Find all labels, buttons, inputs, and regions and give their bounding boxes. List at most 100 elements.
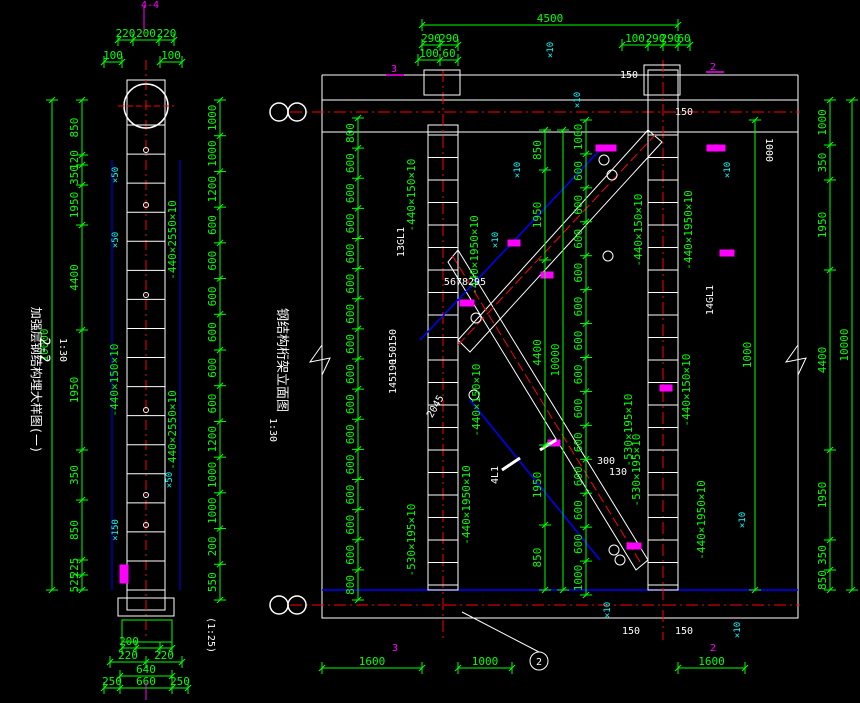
right-top-total-label: 4500 xyxy=(537,12,564,25)
left-bolt xyxy=(143,492,149,498)
elevation-scale: 1:30 xyxy=(267,418,278,442)
small-dim: 145 xyxy=(388,376,399,394)
right-top-left-dim-label: 290 xyxy=(439,32,459,45)
note-text: ×10 xyxy=(738,512,748,528)
plate-label: -530×195×10 xyxy=(630,434,643,507)
note-text: ×10 xyxy=(546,42,556,58)
right-top-left-dim2-label: 60 xyxy=(442,47,455,60)
left-callout: 4-4 xyxy=(141,0,159,11)
right-total-dim-label: 10000 xyxy=(838,328,851,361)
left-base-plate xyxy=(117,597,175,617)
small-dim: 190 xyxy=(388,359,399,377)
left-right-dim-label: 600 xyxy=(206,358,219,378)
right-left-outer-dim-label: 600 xyxy=(344,274,357,294)
section-mark: 2 xyxy=(710,643,716,654)
left-right-dim-label: 550 xyxy=(206,572,219,592)
node-bolt xyxy=(598,154,610,166)
section-mark: 3 xyxy=(392,643,398,654)
right-bottom-dim2-label: 1000 xyxy=(472,655,499,668)
right-mid-dim-label: 600 xyxy=(572,263,585,283)
note-text: ×10 xyxy=(491,232,501,248)
right-mid-dim-label: 600 xyxy=(572,229,585,249)
left-plate-label: -440×2550×10 xyxy=(166,390,179,469)
left-outer-dim-label: 850 xyxy=(68,118,81,138)
note-text: ×10 xyxy=(603,602,613,618)
small-dim: 150 xyxy=(675,626,693,637)
left-base-dim-box xyxy=(121,619,173,643)
axis-bubble xyxy=(269,595,289,615)
section-mark: 2 xyxy=(710,62,716,73)
right-outer-dim-label: 4400 xyxy=(816,347,829,374)
plate-label: -440×150×10 xyxy=(632,194,645,267)
left-right-dim-label: 600 xyxy=(206,251,219,271)
right-left-inner-dim-label: 850 xyxy=(531,140,544,160)
left-right-dim-label: 1000 xyxy=(206,497,219,524)
break-right xyxy=(784,344,807,376)
right-left-outer-dim-label: 800 xyxy=(344,575,357,595)
plate-label: -440×1950×10 xyxy=(682,190,695,269)
small-dim: 5678295 xyxy=(444,277,486,288)
plate-label: -440×1950×10 xyxy=(468,215,481,294)
right-left-outer-dim-label: 600 xyxy=(344,334,357,354)
right-left-outer-dim-label: 600 xyxy=(344,515,357,535)
right-outer-dim-label: 350 xyxy=(816,545,829,565)
left-outer-dim-label: 120 xyxy=(68,150,81,170)
left-right-dim-label: 1000 xyxy=(206,140,219,167)
bottom-beam xyxy=(321,589,799,619)
left-note: ×50 xyxy=(111,232,121,248)
left-right-dim-label: 1000 xyxy=(206,105,219,132)
left-bottom-dim2-label: 220 xyxy=(154,649,174,662)
small-dim: 150 xyxy=(675,107,693,118)
plate-label: -440×1950×10 xyxy=(460,465,473,544)
magenta-mark xyxy=(540,271,554,279)
left-note: ×50 xyxy=(111,167,121,183)
right-top-left-dim-label: 290 xyxy=(421,32,441,45)
note-text: ×10 xyxy=(733,622,743,638)
left-note: ×150 xyxy=(111,519,121,541)
right-left-outer-dim-label: 600 xyxy=(344,364,357,384)
left-outer-dim-label: 850 xyxy=(68,520,81,540)
right-mid-dim-label: 600 xyxy=(572,534,585,554)
diag-axis-2 xyxy=(451,254,643,566)
left-bottom-dim4-label: 250 xyxy=(102,675,122,688)
left-scale-note: (1:25) xyxy=(205,617,216,653)
node-bolt xyxy=(602,250,614,262)
left-plate-label: -440×2550×10 xyxy=(166,200,179,279)
right-mid-dim-label: 1000 xyxy=(572,565,585,592)
left-detail-title: 2-2 xyxy=(36,337,52,362)
top-beam xyxy=(321,99,799,133)
left-bottom-dim3-label: 640 xyxy=(136,663,156,676)
right-outer-dim-label: 1950 xyxy=(816,482,829,509)
left-drawing-title: 加强层钢结构埋大样图(一) xyxy=(29,307,44,453)
axis-bubble xyxy=(269,102,289,122)
plate-label: -440×150×10 xyxy=(405,159,418,232)
right-left-inner-dim-label: 1950 xyxy=(531,472,544,499)
left-outer-dim-label: 1950 xyxy=(68,192,81,219)
right-left-outer-dim-label: 800 xyxy=(344,123,357,143)
right-left-outer-dim-label: 600 xyxy=(344,214,357,234)
left-right-dim-label: 600 xyxy=(206,394,219,414)
leader-line xyxy=(461,611,540,653)
node-bolt xyxy=(468,389,480,401)
left-top-dim2-label: 100 xyxy=(103,49,123,62)
right-left-outer-dim-label: 600 xyxy=(344,485,357,505)
right-left-outer-dim-label: 600 xyxy=(344,183,357,203)
left-outer-dim-label: 4400 xyxy=(68,264,81,291)
small-dim: 150 xyxy=(622,626,640,637)
diagonal-lower xyxy=(447,249,649,571)
left-outer-dim-label: 350 xyxy=(68,165,81,185)
right-outer-dim-label: 1000 xyxy=(816,109,829,136)
left-plate-label: -440×150×10 xyxy=(108,344,121,417)
note-text: ×10 xyxy=(723,162,733,178)
right-left-outer-dim-label: 600 xyxy=(344,244,357,264)
section-mark: 3 xyxy=(391,64,397,75)
right-r-dim-top-label: 1000 xyxy=(741,342,754,369)
member-label: 14GL1 xyxy=(705,285,716,315)
right-mid-dim-label: 600 xyxy=(572,195,585,215)
diagonal-upper xyxy=(457,129,663,353)
right-top-right-dim-label: 100 xyxy=(625,32,645,45)
plate-label: -440×150×10 xyxy=(470,364,483,437)
elevation-title: 钢结构桁架立面图 xyxy=(274,308,289,412)
